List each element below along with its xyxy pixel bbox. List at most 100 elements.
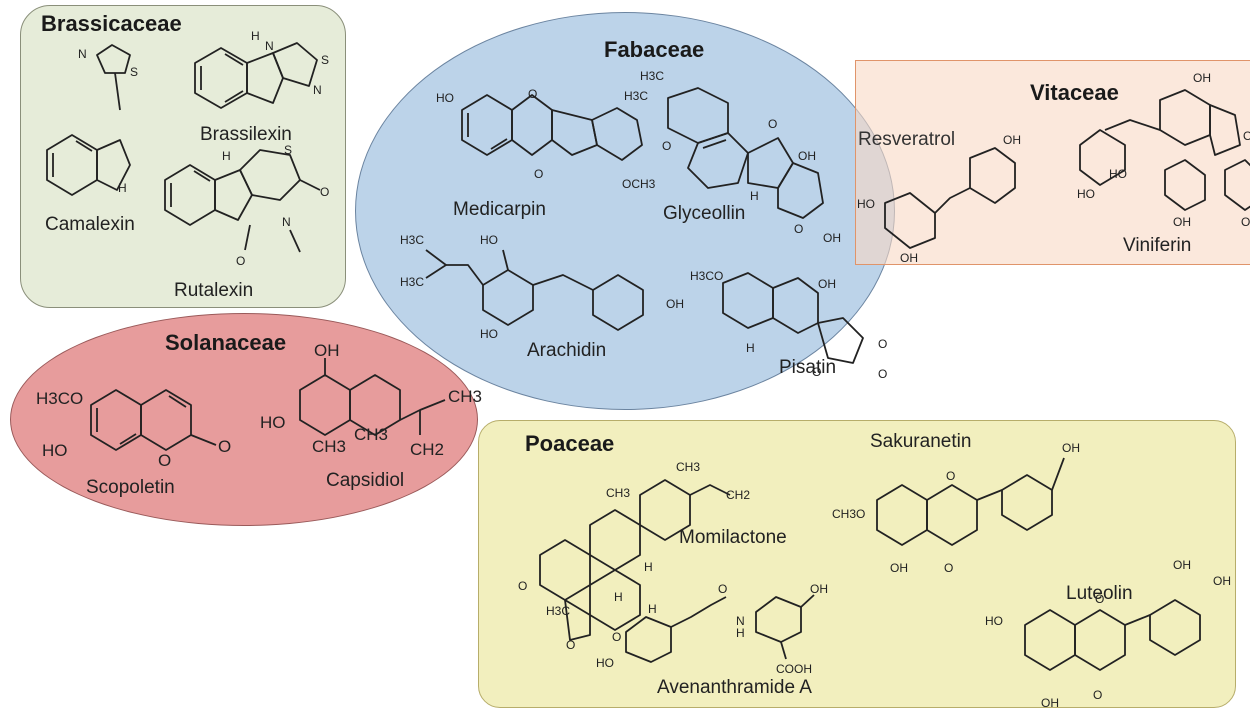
compound-momilactone: Momilactone	[679, 527, 787, 548]
atom-ho: HO	[436, 91, 454, 105]
atom-ho: HO	[596, 656, 614, 670]
atom-h3c: H3C	[624, 89, 648, 103]
compound-scopoletin: Scopoletin	[86, 477, 175, 498]
family-title-poaceae: Poaceae	[525, 431, 615, 456]
atom-cooh: COOH	[776, 662, 812, 676]
atom-h: H	[746, 341, 755, 355]
brassicaceae-region	[20, 5, 346, 308]
atom-h: H	[118, 181, 127, 195]
atom-oh: OH	[890, 561, 908, 575]
atom-oh: OH	[1173, 215, 1191, 229]
structure-resveratrol: OH HO OH	[857, 133, 1021, 265]
atom-ho: HO	[1109, 167, 1127, 181]
atom-oh: OH	[900, 251, 918, 265]
compound-sakuranetin: Sakuranetin	[870, 431, 972, 452]
structure-glyceollin: H3C H3C O O OH H O OH	[624, 69, 841, 245]
atom-ch3: CH3	[606, 486, 630, 500]
atom-o: O	[518, 579, 527, 593]
compound-brassilexin: Brassilexin	[200, 124, 292, 145]
compound-resveratrol: Resveratrol	[858, 129, 956, 150]
structure-luteolin: HO O O OH OH OH	[985, 558, 1231, 710]
atom-o: O	[946, 469, 955, 483]
compound-medicarpin: Medicarpin	[453, 199, 546, 220]
atom-h3co: H3CO	[690, 269, 723, 283]
atom-n: N	[78, 47, 87, 61]
atom-ch3: CH3	[448, 387, 482, 406]
structure-pisatin: H3CO OH H O O O	[690, 269, 887, 381]
atom-h: H	[251, 29, 260, 43]
compound-camalexin: Camalexin	[45, 214, 135, 235]
atom-o: O	[718, 582, 727, 596]
atom-o: O	[794, 222, 803, 236]
family-title-vitaceae: Vitaceae	[1030, 80, 1119, 105]
atom-ho: HO	[985, 614, 1003, 628]
atom-h: H	[222, 149, 231, 163]
atom-s: S	[284, 143, 292, 157]
atom-n: N	[265, 39, 274, 53]
vitaceae-region	[855, 60, 1250, 265]
structure-scopoletin: H3CO HO O O	[36, 389, 231, 470]
compound-rutalexin: Rutalexin	[174, 280, 254, 301]
structure-arachidin: H3C H3C HO HO OH	[400, 233, 684, 341]
atom-oh: OH	[666, 297, 684, 311]
atom-oh: OH	[314, 341, 340, 360]
compound-pisatin: Pisatin	[779, 357, 837, 378]
atom-n: N	[313, 83, 322, 97]
atom-ch3: CH3	[676, 460, 700, 474]
atom-ch3o: CH3O	[832, 507, 865, 521]
atom-ho: HO	[480, 327, 498, 341]
atom-o: O	[158, 451, 171, 470]
atom-o: O	[612, 630, 621, 644]
atom-s: S	[130, 65, 138, 79]
atom-o: O	[1243, 129, 1250, 143]
atom-oh: OH	[810, 582, 828, 596]
compound-viniferin: Viniferin	[1123, 235, 1192, 256]
atom-o: O	[944, 561, 953, 575]
atom-ch2: CH2	[726, 488, 750, 502]
atom-o: O	[534, 167, 543, 181]
atom-ch3: CH3	[354, 425, 388, 444]
atom-oh: OH	[823, 231, 841, 245]
atom-h3c: H3C	[400, 233, 424, 247]
atom-h3c: H3C	[400, 275, 424, 289]
atom-oh: OH	[1193, 71, 1211, 85]
atom-o: O	[812, 365, 821, 379]
atom-o: O	[1095, 592, 1104, 606]
atom-och3: OCH3	[622, 177, 656, 191]
atom-n: N	[736, 614, 745, 628]
atom-o: O	[528, 87, 537, 101]
structure-camalexin: S N H	[46, 44, 138, 196]
atom-ho: HO	[42, 441, 68, 460]
atom-o: O	[566, 638, 575, 652]
atom-h: H	[648, 602, 657, 616]
atom-o: O	[320, 185, 329, 199]
structure-viniferin: OH O HO HO OH O	[1077, 71, 1250, 229]
structure-momilactone: CH3 CH2 CH3 H O H3C H H O O	[518, 460, 750, 652]
atom-ho: HO	[260, 413, 286, 432]
compound-arachidin: Arachidin	[527, 340, 607, 361]
structure-brassilexin: H N S N	[194, 29, 329, 109]
atom-h: H	[614, 590, 623, 604]
atom-ch3: CH3	[312, 437, 346, 456]
structure-medicarpin: HO O O OCH3	[436, 87, 656, 191]
structure-capsidiol: OH HO CH3 CH3 CH3 CH2	[260, 341, 482, 459]
atom-s: S	[321, 53, 329, 67]
structure-rutalexin: H S O N O	[164, 143, 329, 268]
atom-ho: HO	[480, 233, 498, 247]
atom-oh: OH	[798, 149, 816, 163]
atom-h: H	[750, 189, 759, 203]
family-title-brassicaceae: Brassicaceae	[41, 11, 182, 36]
atom-oh: OH	[1062, 441, 1080, 455]
compound-glyceollin: Glyceollin	[663, 203, 746, 224]
atom-o: O	[878, 337, 887, 351]
compound-avenanthramide-a: Avenanthramide A	[657, 677, 812, 698]
atom-o: O	[768, 117, 777, 131]
atom-oh: OH	[1041, 696, 1059, 710]
atom-o: O	[878, 367, 887, 381]
compound-luteolin: Luteolin	[1066, 583, 1133, 604]
atom-ch2: CH2	[410, 440, 444, 459]
atom-ho: HO	[857, 197, 875, 211]
atom-oh: OH	[818, 277, 836, 291]
atom-o: O	[236, 254, 245, 268]
atom-o: O	[1241, 215, 1250, 229]
